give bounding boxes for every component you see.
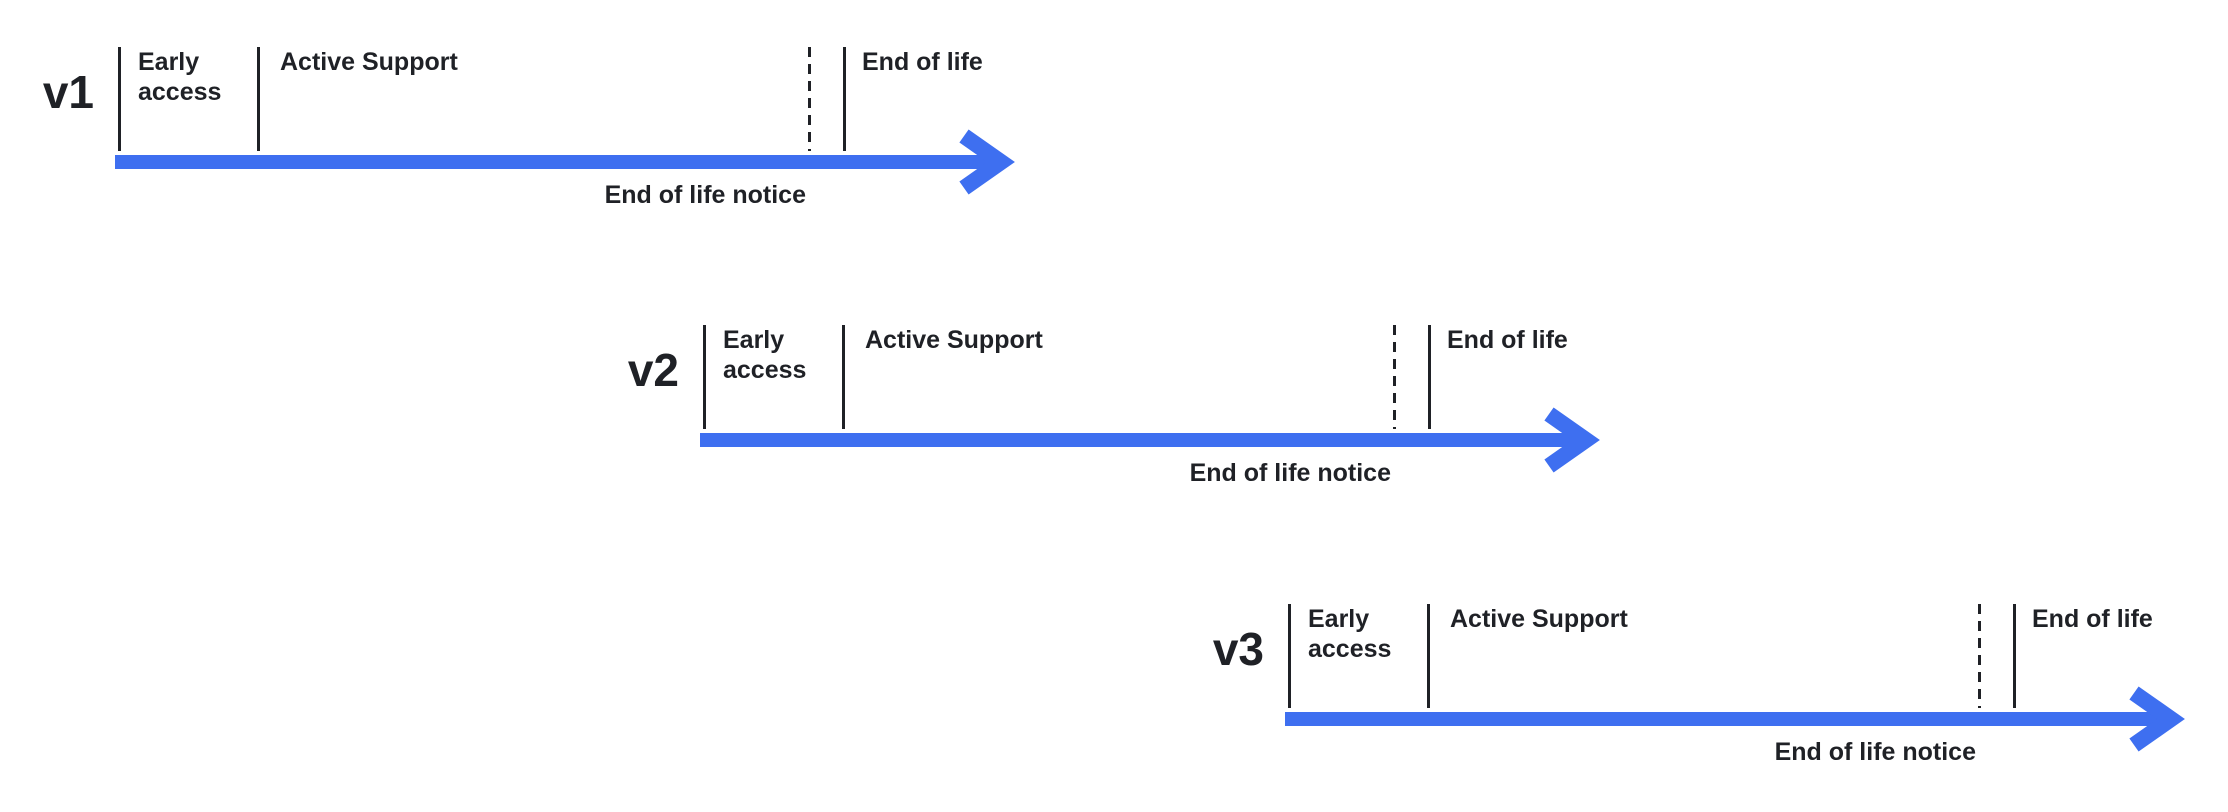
eol-notice-dashed-line: [1978, 604, 1981, 708]
end-of-life-label: End of life: [862, 48, 983, 76]
early-access-start-tick: [118, 47, 121, 151]
eol-notice-label: End of life notice: [604, 181, 806, 209]
active-support-start-tick: [1427, 604, 1430, 708]
end-of-life-label: End of life: [1447, 326, 1568, 354]
timeline-arrow-icon: [700, 407, 1600, 473]
version-label: v1: [42, 66, 94, 118]
version-label: v2: [627, 344, 679, 396]
timeline-row-v3: v3 Early access Active Support End of li…: [1198, 604, 2208, 779]
timeline-arrow-icon: [115, 129, 1015, 195]
early-access-start-tick: [703, 325, 706, 429]
eol-notice-label: End of life notice: [1774, 738, 1976, 766]
early-access-start-tick: [1288, 604, 1291, 708]
early-access-label: Early access: [138, 48, 222, 106]
eol-notice-dashed-line: [808, 47, 811, 151]
timeline-arrow-icon: [1285, 686, 2185, 752]
end-of-life-tick: [2013, 604, 2016, 708]
early-access-label: Early access: [1308, 605, 1392, 663]
end-of-life-tick: [1428, 325, 1431, 429]
active-support-start-tick: [257, 47, 260, 151]
timeline-row-v2: v2 Early access Active Support End of li…: [613, 325, 1623, 500]
active-support-label: Active Support: [865, 326, 1043, 354]
version-label: v3: [1212, 623, 1264, 675]
active-support-label: Active Support: [1450, 605, 1628, 633]
end-of-life-label: End of life: [2032, 605, 2153, 633]
early-access-label: Early access: [723, 326, 807, 384]
timeline-row-v1: v1 Early access Active Support End of li…: [28, 47, 1038, 222]
end-of-life-tick: [843, 47, 846, 151]
active-support-label: Active Support: [280, 48, 458, 76]
eol-notice-dashed-line: [1393, 325, 1396, 429]
eol-notice-label: End of life notice: [1189, 459, 1391, 487]
active-support-start-tick: [842, 325, 845, 429]
